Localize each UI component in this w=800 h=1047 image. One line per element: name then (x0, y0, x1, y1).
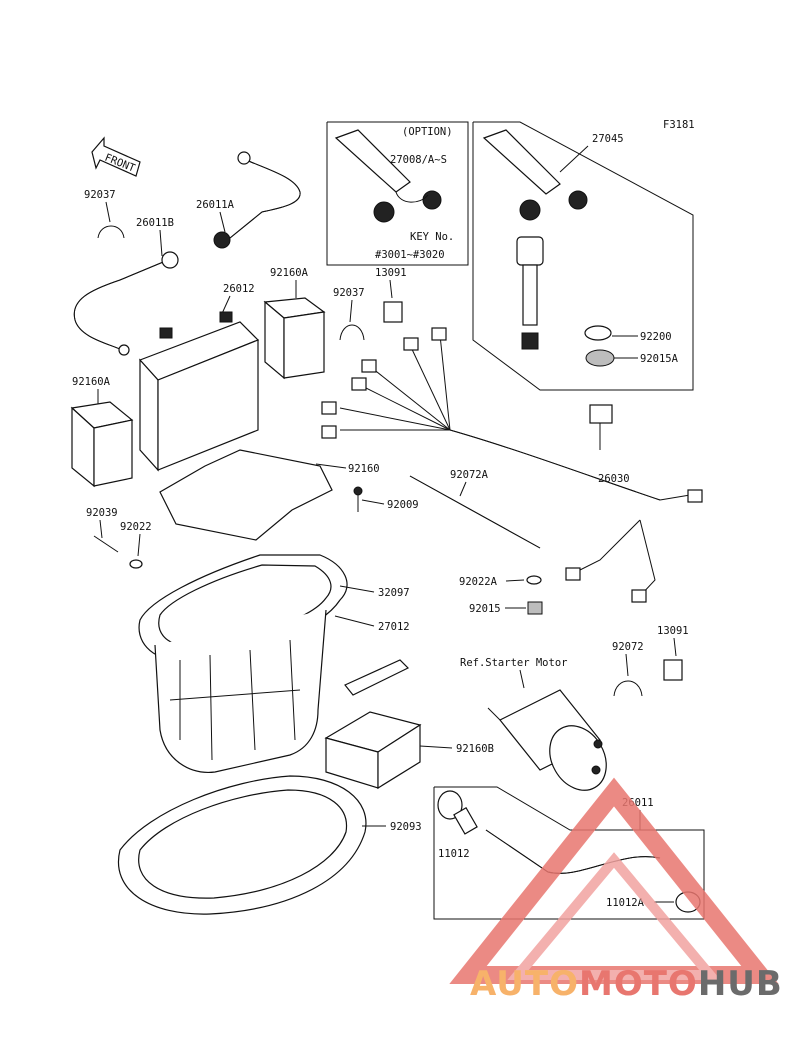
key-cap-icon (519, 199, 541, 221)
option-part-number: 27008/A~S (390, 154, 447, 166)
key-socket-icon (422, 190, 442, 210)
battery-mat-icon (159, 449, 333, 541)
option-title: (OPTION) (402, 126, 453, 138)
lanyard-icon (334, 129, 411, 193)
label-92015A: 92015A (640, 353, 679, 365)
key-cap-icon (373, 201, 395, 223)
label-92037-mid: 92037 (333, 287, 365, 299)
bolt-icon (93, 535, 119, 553)
label-92022: 92022 (120, 521, 152, 533)
starter-motor-icon (487, 689, 607, 791)
label-13091-top: 13091 (375, 267, 407, 279)
label-92160B: 92160B (456, 743, 494, 755)
key-number-label: KEY No. (410, 231, 454, 243)
positive-cable-icon (229, 159, 301, 239)
label-92072A: 92072A (450, 469, 489, 481)
watermark-text: AUTOMOTOHUB (470, 964, 783, 1004)
label-27012: 27012 (378, 621, 410, 633)
label-27045: 27045 (592, 133, 624, 145)
battery-box-icon (138, 554, 348, 773)
label-92039: 92039 (86, 507, 118, 519)
switch-shaft-icon (522, 264, 538, 326)
front-arrow-icon: FRONT (91, 136, 141, 177)
label-11012: 11012 (438, 848, 470, 860)
label-32097: 32097 (378, 587, 410, 599)
pad-icon (324, 711, 422, 790)
terminal-cap-icon (213, 231, 231, 249)
washer-icon (129, 559, 143, 569)
washer-icon (526, 575, 542, 585)
key-number-range: #3001~#3020 (375, 249, 445, 261)
label-26011A: 26011A (196, 199, 235, 211)
bracket-icon (344, 659, 410, 696)
label-26012: 26012 (223, 283, 255, 295)
switch-connector-icon (521, 332, 539, 350)
lanyard-icon (482, 129, 561, 195)
diagram-code: F3181 (663, 119, 695, 131)
label-92160A-right: 92160A (270, 267, 309, 279)
watermark-logo (449, 777, 779, 984)
label-92022A: 92022A (459, 576, 498, 588)
label-11012A: 11012A (606, 897, 645, 909)
option-box: (OPTION) 27008/A~S KEY No. #3001~#3020 (326, 121, 469, 266)
label-92160A-left: 92160A (72, 376, 111, 388)
label-92072: 92072 (612, 641, 644, 653)
switch-body-icon (516, 236, 544, 266)
starter-motor-ref: Ref.Starter Motor (460, 657, 567, 669)
o-ring-icon (584, 325, 612, 341)
label-26011B: 26011B (136, 217, 174, 229)
label-92009: 92009 (387, 499, 419, 511)
gasket-icon (117, 775, 367, 915)
label-92160: 92160 (348, 463, 380, 475)
label-92015: 92015 (469, 603, 501, 615)
relay-icon (663, 659, 683, 681)
grommet-icon (585, 349, 615, 367)
clamp-icon (339, 324, 365, 341)
relay-icon (383, 301, 403, 323)
pad-icon (70, 401, 134, 488)
terminal-cap-icon (437, 790, 463, 820)
nut-icon (527, 601, 543, 615)
cable-kit-box (433, 786, 705, 920)
clamp-icon (613, 680, 643, 697)
switch-kit-box: 27045 92200 92015A (472, 121, 694, 391)
key-socket-icon (568, 190, 588, 210)
label-13091-right: 13091 (657, 625, 689, 637)
pad-icon (263, 297, 326, 380)
wiring-harness-icon (321, 327, 703, 603)
battery-icon (138, 311, 260, 472)
label-26030: 26030 (598, 473, 630, 485)
label-92093: 92093 (390, 821, 422, 833)
label-92037-top: 92037 (84, 189, 116, 201)
clamp-icon (97, 225, 125, 239)
label-92200: 92200 (640, 331, 672, 343)
negative-cable-icon (73, 259, 169, 351)
